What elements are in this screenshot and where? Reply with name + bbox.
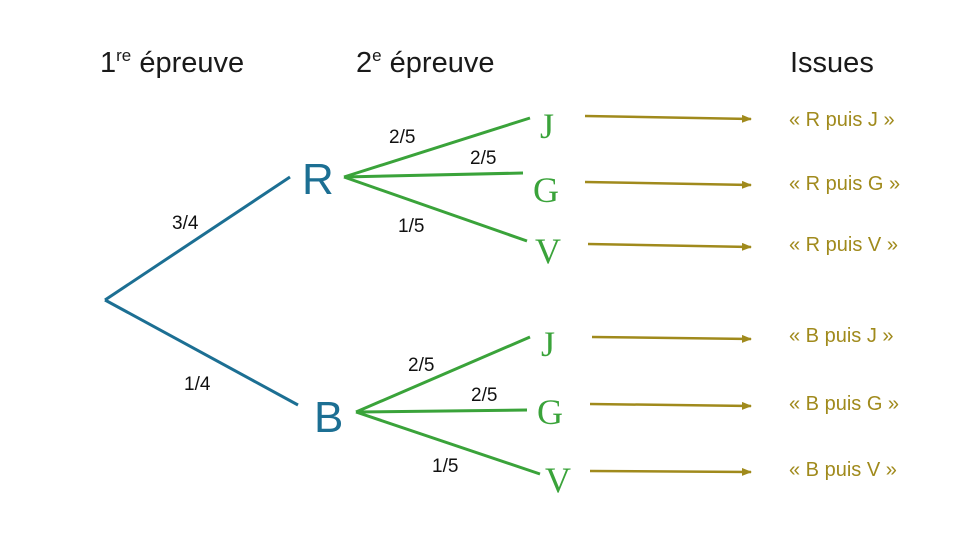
issue-B-J: « B puis J » bbox=[789, 325, 894, 347]
header-outcomes: Issues bbox=[790, 47, 874, 79]
node-B: B bbox=[314, 393, 343, 442]
arrow-B-J bbox=[591, 334, 752, 343]
node-B-V: V bbox=[545, 460, 571, 500]
issue-R-G: « R puis G » bbox=[789, 173, 900, 195]
probability-B-J: 2/5 bbox=[408, 355, 434, 376]
issue-B-G: « B puis G » bbox=[789, 393, 899, 415]
node-R-G: G bbox=[533, 170, 559, 210]
branch-R-to-V bbox=[343, 175, 528, 243]
probability-R-G: 2/5 bbox=[470, 148, 496, 169]
arrow-B-G bbox=[589, 401, 752, 410]
branch-root-to-R bbox=[104, 175, 291, 302]
node-R-V: V bbox=[535, 231, 561, 271]
probability-B-V: 1/5 bbox=[432, 456, 458, 477]
arrow-R-G bbox=[584, 180, 752, 189]
arrow-B-V bbox=[589, 467, 752, 476]
branch-B-to-J bbox=[355, 335, 531, 414]
probability-R-J: 2/5 bbox=[389, 127, 415, 148]
arrow-R-V bbox=[587, 242, 752, 251]
probability-R-V: 1/5 bbox=[398, 216, 424, 237]
branch-R-to-J bbox=[343, 116, 531, 179]
probability-R: 3/4 bbox=[172, 213, 199, 234]
branch-B-to-V bbox=[355, 410, 541, 476]
branch-B-to-G bbox=[355, 408, 528, 414]
arrow-R-J bbox=[584, 114, 752, 123]
header-first-stage: 1re épreuve bbox=[100, 46, 244, 79]
node-B-J: J bbox=[541, 324, 555, 364]
node-R: R bbox=[302, 155, 334, 204]
probability-B: 1/4 bbox=[184, 374, 211, 395]
branch-root-to-B bbox=[104, 298, 299, 407]
issue-R-J: « R puis J » bbox=[789, 109, 895, 131]
node-B-G: G bbox=[537, 392, 563, 432]
probability-B-G: 2/5 bbox=[471, 385, 497, 406]
issue-B-V: « B puis V » bbox=[789, 459, 897, 481]
branch-R-to-G bbox=[343, 171, 524, 179]
header-second-stage: 2e épreuve bbox=[356, 46, 494, 79]
issue-R-V: « R puis V » bbox=[789, 234, 898, 256]
node-R-J: J bbox=[540, 106, 554, 146]
